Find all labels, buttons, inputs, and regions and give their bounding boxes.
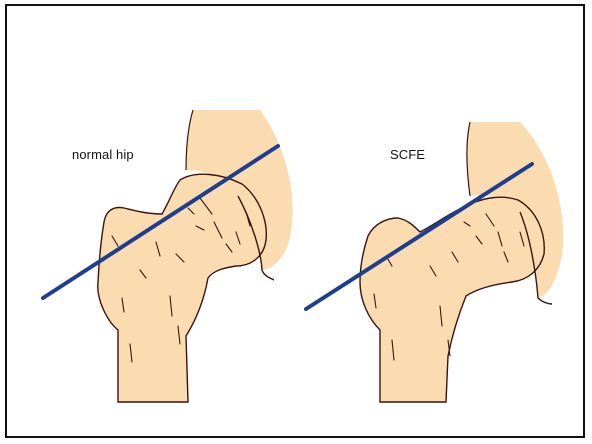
scfe-femur: [360, 197, 544, 402]
normal-hip-label: normal hip: [72, 147, 134, 162]
scfe-figure: [306, 122, 563, 402]
scfe-label: SCFE: [390, 147, 425, 162]
